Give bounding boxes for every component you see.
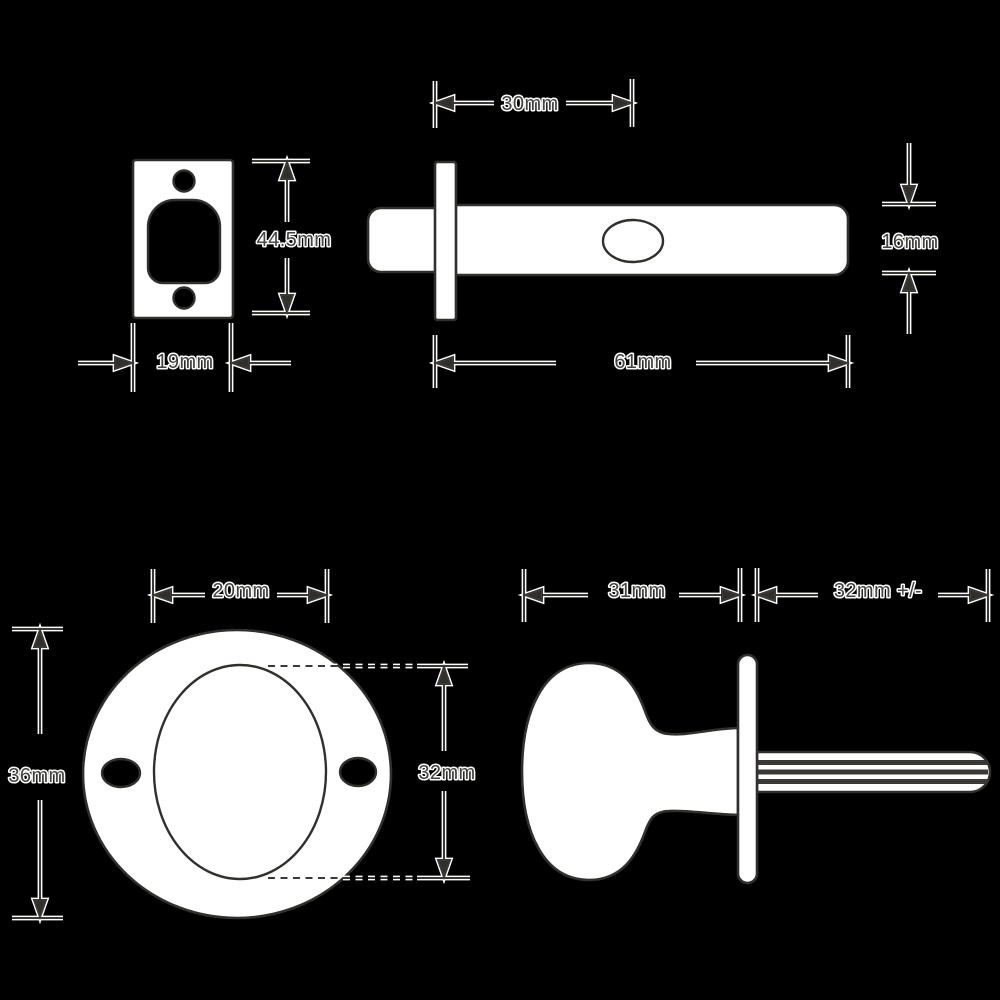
rose-turn-oval: [152, 663, 328, 881]
label-latch-height: 16mm: [881, 231, 938, 253]
rose-front-view: [81, 628, 393, 920]
faceplate-latch-cutout: [146, 198, 222, 285]
label-spindle-length: 32mm +/-: [834, 580, 922, 602]
label-faceplate-height: 44.5mm: [257, 229, 332, 251]
label-rose-diameter: 36mm: [8, 765, 65, 787]
label-rose-oval-width: 20mm: [212, 580, 269, 602]
label-latch-length: 61mm: [614, 351, 671, 373]
label-knob-depth: 31mm: [608, 580, 665, 602]
knob-rose-side-profile: [736, 653, 759, 885]
latch-side-view: [366, 160, 850, 322]
knob-side-view: [520, 653, 992, 885]
faceplate-screw-hole-top: [172, 169, 196, 193]
latch-faceplate-edge: [433, 160, 458, 322]
latch-spindle-hole: [601, 218, 665, 264]
faceplate-front-view: [131, 158, 235, 320]
label-backset: 30mm: [501, 93, 558, 115]
faceplate-screw-hole-bottom: [172, 286, 196, 310]
label-rose-oval-height: 32mm: [418, 762, 475, 784]
thumbturn-knob-profile: [520, 661, 740, 882]
latch-bolt-tail: [366, 206, 442, 274]
rose-screw-slot-right: [338, 756, 378, 788]
spindle-ribs: [757, 760, 988, 784]
label-faceplate-width: 19mm: [156, 351, 213, 373]
rose-screw-slot-left: [100, 757, 142, 789]
